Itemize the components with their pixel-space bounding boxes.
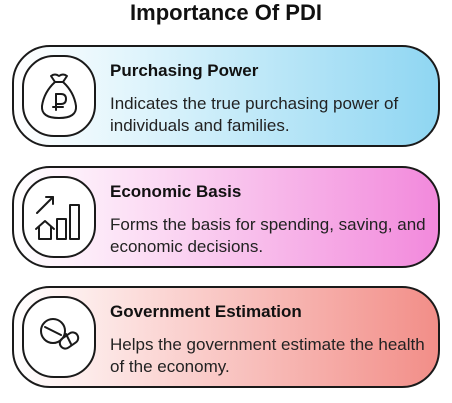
- economic-basis-title: Economic Basis: [110, 182, 242, 201]
- diagram-title: Importance Of PDI: [130, 0, 322, 25]
- government-estimation-card: Government Estimation Helps the governme…: [12, 286, 440, 388]
- purchasing-power-card: Purchasing Power Indicates the true purc…: [12, 45, 440, 147]
- economic-basis-description: Forms the basis for spending, saving, an…: [110, 215, 426, 256]
- government-estimation-title: Government Estimation: [110, 302, 302, 321]
- government-estimation-description: Helps the government estimate the health…: [110, 335, 425, 376]
- pills-icon: [22, 296, 96, 378]
- growth-chart-house-icon: [22, 176, 96, 258]
- economic-basis-card: Economic Basis Forms the basis for spend…: [12, 166, 440, 268]
- money-bag-icon: [22, 55, 96, 137]
- purchasing-power-title: Purchasing Power: [110, 61, 259, 80]
- purchasing-power-description: Indicates the true purchasing power of i…: [110, 94, 399, 135]
